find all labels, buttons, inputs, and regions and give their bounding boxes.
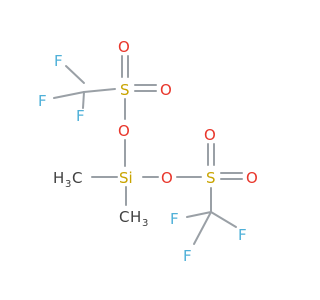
atom-o5: O [204, 126, 216, 144]
bond-f1-c1 [65, 65, 85, 84]
atom-o2: O [160, 81, 172, 99]
atom-o3: O [118, 122, 130, 140]
atom-h-right-subscript: 3 [142, 218, 148, 229]
atom-o6: O [246, 169, 258, 187]
atom-f6: F [183, 247, 192, 265]
atom-s2: S [206, 169, 216, 187]
atom-o4: O [161, 169, 173, 187]
atom-c-left: C [72, 169, 82, 187]
structure-diagram: F F F S O O O H 3 C Si C H 3 O S O O F F… [38, 38, 258, 265]
bond-f3-c1 [82, 91, 85, 109]
bonds [53, 55, 243, 245]
atom-h-left-subscript: 3 [65, 179, 71, 190]
atom-f1: F [54, 52, 63, 70]
atom-f5: F [238, 226, 247, 244]
atom-f2: F [38, 92, 47, 110]
atoms: F F F S O O O H 3 C Si C H 3 O S O O F F… [38, 38, 258, 265]
atom-c-right: C [119, 208, 129, 226]
methyl-right-label: C H 3 [119, 208, 148, 229]
atom-f3: F [76, 107, 85, 125]
bond-c2-f4 [186, 211, 212, 218]
atom-o1: O [118, 38, 130, 56]
atom-s1: S [120, 81, 130, 99]
atom-h-left: H [53, 169, 64, 187]
bond-c2-f6 [193, 211, 212, 245]
atom-h-right: H [130, 208, 141, 226]
atom-f4: F [170, 210, 179, 228]
bond-c1-s1 [83, 88, 116, 93]
bond-f2-c1 [53, 91, 85, 99]
atom-si: Si [119, 169, 133, 187]
methyl-left-label: H 3 C [53, 169, 82, 190]
bond-c2-f5 [210, 211, 237, 228]
